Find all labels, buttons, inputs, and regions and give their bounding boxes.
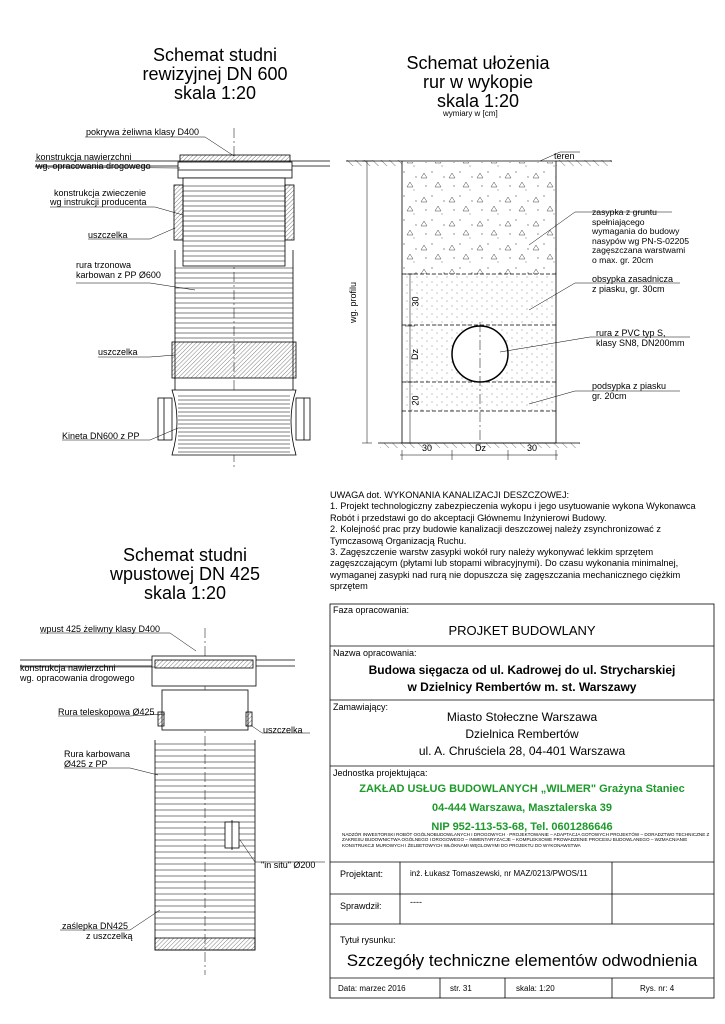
fill-line-5: zagęszczana warstwami [592, 245, 686, 256]
manhole-title-line-2: rewizyjnej DN 600 [142, 64, 288, 84]
notes-item-3: 3. Zagęszczenie warstw zasypki wokół rur… [330, 547, 681, 592]
tb-name-2: w Dzielnicy Rembertów m. st. Warszawy [407, 680, 637, 694]
dim-bed-20: 20 [410, 395, 421, 406]
tb-client-label: Zamawiający: [333, 702, 389, 712]
manhole-title-line-1: Schemat studni [152, 45, 278, 65]
label-telescopic-pipe: Rura teleskopowa Ø425 [58, 707, 155, 717]
dim-width-dz: Dz [475, 443, 486, 453]
label-gully-road-1: konstrukcja nawierzchni [20, 663, 116, 673]
fill-line-3: wymagania do budowy [592, 226, 680, 237]
label-pipe-2: karbowan z PP Ø600 [76, 270, 161, 280]
gully-title-line-1: Schemat studni [122, 545, 248, 565]
dim-width-30-left: 30 [422, 443, 433, 453]
trench-units: wymiary w [cm] [443, 109, 498, 118]
tb-unit-1: ZAKŁAD USŁUG BUDOWLANYCH „WILMER" Grażyn… [359, 783, 685, 795]
tb-scale: skala: 1:20 [516, 984, 555, 993]
label-gully-road-2: wg. opracowania drogowego [20, 673, 135, 683]
tb-client-2: Dzielnica Rembertów [465, 727, 579, 741]
label-seal-1: uszczelka [88, 230, 128, 240]
dim-profile: wg. profilu [348, 281, 359, 324]
label-in-situ: "in situ" Ø200 [261, 860, 316, 870]
tb-checked-label: Sprawdził: [340, 901, 382, 911]
tb-number: Rys. nr: 4 [640, 984, 675, 993]
cover-line-2: z piasku, gr. 30cm [592, 284, 665, 294]
tb-page: str. 31 [450, 984, 472, 993]
tb-designer-label: Projektant: [340, 869, 384, 879]
tb-unit-services: NADZÓR INWESTORSKI ROBÓT OGÓLNOBUDOWLANY… [342, 832, 710, 848]
label-cover: pokrywa żeliwna klasy D400 [86, 127, 200, 137]
tb-client-1: Miasto Stołeczne Warszawa [446, 710, 598, 724]
tb-phase-label: Faza opracowania: [333, 605, 410, 615]
dim-pipe-dz: Dz [410, 349, 420, 360]
gully-title: Schemat studni wpustowej DN 425 skala 1:… [90, 546, 280, 603]
fill-line-4: nasypów wg PN-S-02205 [592, 235, 689, 246]
label-gully-seal: uszczelka [263, 725, 303, 735]
tb-designer: inż. Łukasz Tomaszewski, nr MAZ/0213/PWO… [410, 869, 588, 878]
label-road-2: wg. opracowania drogowego [36, 161, 151, 171]
label-pvc-pipe: rura z PVC typ S, klasy SN8, DN200mm [596, 328, 685, 348]
notes-item-1: 1. Projekt technologiczny zabezpieczenia… [330, 501, 696, 523]
gully-title-line-3: skala 1:20 [143, 583, 227, 603]
trench-title-line-2: rur w wykopie [422, 72, 534, 92]
label-base: Kineta DN600 z PP [62, 431, 140, 441]
fill-line-1: zasypka z gruntu [592, 207, 657, 217]
pvc-line-2: klasy SN8, DN200mm [596, 338, 685, 348]
trench-title-line-3: skala 1:20 [436, 91, 520, 111]
construction-notes: UWAGA dot. WYKONANIA KANALIZACJI DESZCZO… [330, 490, 715, 593]
dim-cover-30: 30 [410, 296, 421, 307]
manhole-dn600-drawing [34, 128, 330, 470]
bedding-line-1: podsypka z piasku [592, 381, 667, 391]
label-road-1: konstrukcja nawierzchni [36, 152, 132, 162]
tb-checked: ---- [410, 897, 422, 907]
label-cover-sand: obsypka zasadnicza z piasku, gr. 30cm [592, 274, 673, 294]
tb-phase: PROJKET BUDOWLANY [448, 623, 596, 638]
label-fill: zasypka z gruntu spełniającego wymagania… [592, 207, 689, 266]
label-inlet: wpust 425 żeliwny klasy D400 [40, 624, 161, 634]
tb-unit-2: 04-444 Warszawa, Masztalerska 39 [432, 802, 612, 814]
pvc-line-1: rura z PVC typ S, [596, 328, 666, 338]
tb-name-label: Nazwa opracowania: [333, 648, 417, 658]
tb-drawing-title: Szczegóły techniczne elementów odwodnien… [346, 951, 698, 970]
title-block-frame [329, 603, 715, 999]
dim-width-30-right: 30 [527, 443, 538, 453]
trench-title: Schemat ułożenia rur w wykopie skala 1:2… [378, 54, 578, 111]
label-telescope-2: wg instrukcji producenta [50, 197, 147, 207]
bedding-line-2: gr. 20cm [592, 391, 627, 401]
tb-unit-label: Jednostka projektująca: [333, 768, 428, 778]
tb-date: Data: marzec 2016 [338, 984, 406, 993]
notes-item-2: 2. Kolejność prac przy budowie kanalizac… [330, 524, 661, 546]
label-corrugated-2: Ø425 z PP [64, 759, 108, 769]
tb-name-1: Budowa sięgacza od ul. Kadrowej do ul. S… [368, 663, 676, 677]
label-bedding: podsypka z piasku gr. 20cm [592, 381, 666, 401]
manhole-title-line-3: skala 1:20 [173, 83, 257, 103]
label-cap-1: zaślepka DN425 [62, 921, 129, 931]
tb-client-3: ul. A. Chruściela 28, 04-401 Warszawa [418, 744, 626, 758]
gully-title-line-2: wpustowej DN 425 [109, 564, 261, 584]
label-corrugated-1: Rura karbowana [64, 749, 131, 759]
label-cap-2: z uszczelką [86, 931, 133, 941]
label-pipe-1: rura trzonowa [76, 260, 132, 270]
tb-drawing-label: Tytuł rysunku: [340, 935, 396, 945]
label-ground: teren [554, 151, 575, 161]
label-seal-2: uszczelka [98, 347, 138, 357]
gully-dn425-drawing [20, 628, 325, 975]
label-telescope-1: konstrukcja zwieczenie [54, 188, 147, 198]
manhole-title: Schemat studni rewizyjnej DN 600 skala 1… [120, 46, 310, 103]
trench-title-line-1: Schemat ułożenia [406, 53, 550, 73]
cover-line-1: obsypka zasadnicza [592, 274, 674, 284]
fill-line-2: spełniającego [592, 216, 645, 227]
tb-unit-3: NIP 952-113-53-68, Tel. 0601286646 [431, 821, 613, 833]
trench-section-drawing [346, 151, 690, 460]
fill-line-6: o max. gr. 20cm [592, 254, 654, 265]
notes-heading: UWAGA dot. WYKONANIA KANALIZACJI DESZCZO… [330, 490, 570, 500]
